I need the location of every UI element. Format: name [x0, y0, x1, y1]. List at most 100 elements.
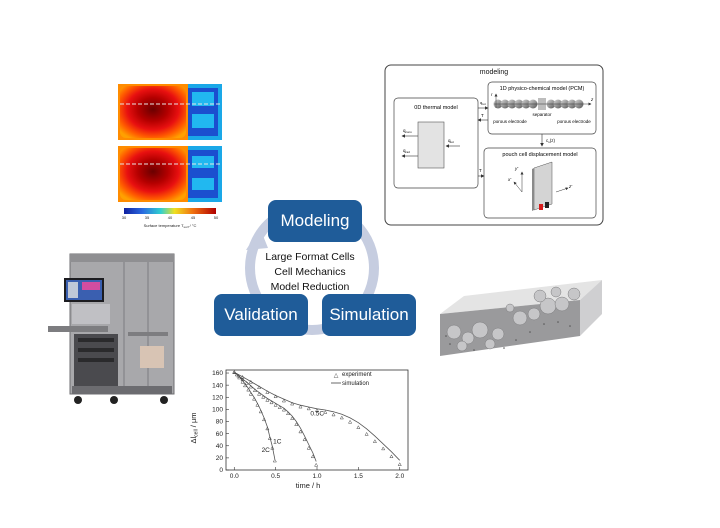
- colorbar-tick: 30: [122, 215, 127, 220]
- porous-electrode-right-label: porous electrode: [557, 119, 591, 124]
- test-bench-photo: [48, 253, 175, 404]
- experiment-point-0-5c: [248, 379, 253, 384]
- axis-x: x': [507, 177, 511, 182]
- experiment-point-1c: [290, 416, 295, 420]
- experiment-point-2c: [267, 436, 272, 440]
- experiment-point-0-5c: [232, 370, 237, 374]
- series-label-1c: 1C: [273, 438, 282, 445]
- experiment-point-0-5c: [364, 431, 369, 436]
- experiment-point-0-5c: [290, 401, 295, 406]
- y-tick-label: 160: [212, 370, 223, 377]
- q-tot-label: qtot: [480, 100, 486, 106]
- colorbar-label: Surface temperature Tsurf / °C: [144, 223, 197, 229]
- thermal-image: 30 35 40 45 50 Surface temperature Tsurf…: [118, 84, 222, 229]
- q-conv-label: qconv: [403, 128, 412, 134]
- separator-label: separator: [532, 112, 552, 117]
- experiment-point-1c: [273, 402, 278, 407]
- x-tick-label: 0.5: [271, 473, 280, 480]
- experiment-point-2c: [240, 379, 245, 384]
- experiment-point-1c: [314, 462, 319, 467]
- axis-z: z: [590, 97, 594, 102]
- experiment-point-1c: [310, 454, 315, 459]
- colorbar: [124, 208, 216, 214]
- experiment-point-1c: [269, 400, 274, 405]
- experiment-point-1c: [281, 407, 286, 412]
- modeling-box: Modeling: [268, 200, 362, 242]
- pouch-cell-drawing: [532, 161, 553, 211]
- topic-model-reduction: Model Reduction: [270, 281, 350, 293]
- colorbar-tick: 35: [145, 215, 150, 220]
- experiment-point-0-5c: [339, 415, 344, 420]
- experiment-point-2c: [255, 402, 260, 407]
- porous-electrode-left-label: porous electrode: [493, 119, 527, 124]
- experiment-point-2c: [237, 375, 242, 380]
- experiment-point-0-5c: [356, 425, 361, 429]
- series-label-0-5c: 0.5C: [310, 410, 324, 417]
- experiment-point-1c: [257, 391, 262, 396]
- experiment-point-0-5c: [381, 446, 386, 451]
- pcm-title: 1D physico-chemical model (PCM): [500, 86, 585, 92]
- experiment-point-0-5c: [389, 454, 394, 459]
- thermal-model-label: 0D thermal model: [414, 105, 457, 111]
- experiment-point-0-5c: [331, 412, 336, 417]
- experiment-point-1c: [265, 397, 270, 402]
- experiment-point-1c: [240, 377, 245, 382]
- x-axis-label: time / h: [296, 481, 321, 490]
- legend-experiment: experiment: [342, 372, 372, 378]
- experiment-point-1c: [244, 381, 249, 385]
- legend-simulation: simulation: [342, 381, 369, 387]
- experiment-point-2c: [246, 387, 251, 392]
- T-label-upper: T: [481, 113, 484, 118]
- topic-cell-mechanics: Cell Mechanics: [274, 266, 346, 278]
- experiment-point-1c: [261, 394, 266, 399]
- modeling-diagram: modeling 0D thermal model qconv qrad qto…: [384, 64, 604, 226]
- simulation-box: Simulation: [322, 294, 416, 336]
- displacement-model-title: pouch cell displacement model: [502, 152, 577, 158]
- svg-text:△: △: [334, 373, 339, 379]
- axis-z-prime: z': [568, 184, 572, 189]
- axis-r: r: [491, 92, 493, 97]
- colorbar-tick: 50: [214, 215, 219, 220]
- experiment-point-2c: [243, 383, 248, 388]
- experiment-point-1c: [236, 373, 241, 378]
- experiment-point-0-5c: [323, 410, 328, 414]
- y-tick-label: 80: [216, 419, 224, 426]
- T-label-lower: T: [479, 168, 482, 173]
- y-axis-label: Δlcell / μm: [189, 412, 200, 443]
- y-tick-label: 40: [216, 443, 224, 450]
- series-label-2c: 2C: [262, 447, 271, 454]
- experiment-point-2c: [272, 458, 277, 463]
- q-tot-inner-label: qtot: [448, 138, 454, 144]
- x-tick-label: 2.0: [395, 473, 404, 480]
- validation-box: Validation: [214, 294, 308, 336]
- colorbar-tick: 45: [191, 215, 196, 220]
- experiment-point-1c: [294, 422, 299, 426]
- experiment-point-1c: [248, 384, 253, 389]
- experiment-point-0-5c: [397, 462, 402, 466]
- modeling-title: modeling: [480, 69, 509, 76]
- x-tick-label: 1.0: [312, 473, 321, 480]
- experiment-point-1c: [306, 445, 311, 450]
- plot-frame: [225, 369, 409, 471]
- experiment-point-1c: [302, 437, 307, 442]
- experiment-point-0-5c: [240, 374, 245, 379]
- q-rad-label: qrad: [403, 148, 410, 154]
- thermal-cell-block: [417, 121, 445, 169]
- cycle-topics: Large Format Cells Cell Mechanics Model …: [250, 250, 370, 295]
- cs-label: cs(z): [546, 138, 555, 144]
- experiment-point-0-5c: [281, 398, 286, 403]
- experiment-point-2c: [265, 426, 270, 431]
- experiment-point-1c: [277, 405, 282, 409]
- experiment-point-0-5c: [273, 394, 278, 399]
- x-tick-label: 1.5: [354, 473, 363, 480]
- experiment-point-0-5c: [306, 406, 311, 411]
- experiment-point-2c: [258, 409, 263, 414]
- experiment-point-2c: [270, 445, 275, 450]
- experiment-point-1c: [298, 429, 303, 434]
- experiment-point-0-5c: [298, 404, 303, 409]
- thermal-cell-bottom: [118, 146, 222, 202]
- experiment-point-0-5c: [257, 385, 262, 389]
- colorbar-ticks: 30 35 40 45 50: [122, 215, 219, 220]
- experiment-point-2c: [262, 417, 267, 422]
- y-tick-label: 20: [216, 455, 224, 462]
